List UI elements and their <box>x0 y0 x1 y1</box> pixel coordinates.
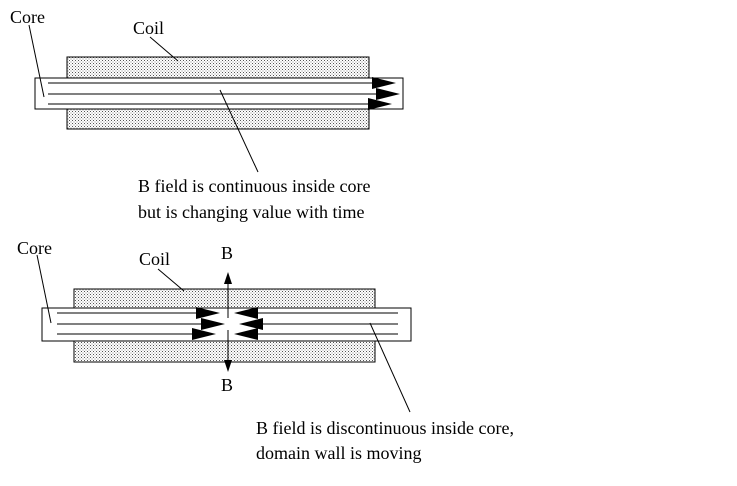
domain-wall-b-label-up: B <box>221 243 233 263</box>
bottom-caption-line-2: domain wall is moving <box>256 443 422 463</box>
top-caption-leader <box>219 89 259 173</box>
domain-wall-b-arrowhead-down <box>224 360 232 372</box>
bottom-caption-leader <box>369 322 411 413</box>
bottom-core-label: Core <box>17 238 52 258</box>
bottom-core-leader <box>36 254 52 324</box>
top-core-label: Core <box>10 7 45 27</box>
bottom-caption-line-1: B field is discontinuous inside core, <box>256 418 514 438</box>
top-caption-line-1: B field is continuous inside core <box>138 176 370 196</box>
bottom-diagram: Core Coil B B B field is discontinuous i… <box>17 238 514 463</box>
bottom-right-arrowhead-1 <box>234 307 258 319</box>
domain-wall-b-label-down: B <box>221 375 233 395</box>
bottom-left-arrowhead-2 <box>201 318 225 330</box>
top-field-arrowhead-1 <box>372 77 396 89</box>
top-field-arrowhead-3 <box>368 98 392 110</box>
domain-wall-b-arrowhead-up <box>224 272 232 284</box>
bottom-left-arrowhead-3 <box>192 328 216 340</box>
bottom-left-arrowhead-1 <box>196 307 220 319</box>
top-core-leader <box>28 24 45 98</box>
top-coil-label: Coil <box>133 18 164 38</box>
top-coil-leader <box>149 36 179 62</box>
top-diagram: Core Coil B field is continuous inside c… <box>10 7 404 222</box>
bottom-right-arrowhead-3 <box>234 328 258 340</box>
top-caption-line-2: but is changing value with time <box>138 202 364 222</box>
bottom-coil-leader <box>157 268 185 292</box>
bottom-right-arrowhead-2 <box>239 318 263 330</box>
bottom-coil-label: Coil <box>139 249 170 269</box>
top-field-arrowhead-2 <box>376 88 400 100</box>
